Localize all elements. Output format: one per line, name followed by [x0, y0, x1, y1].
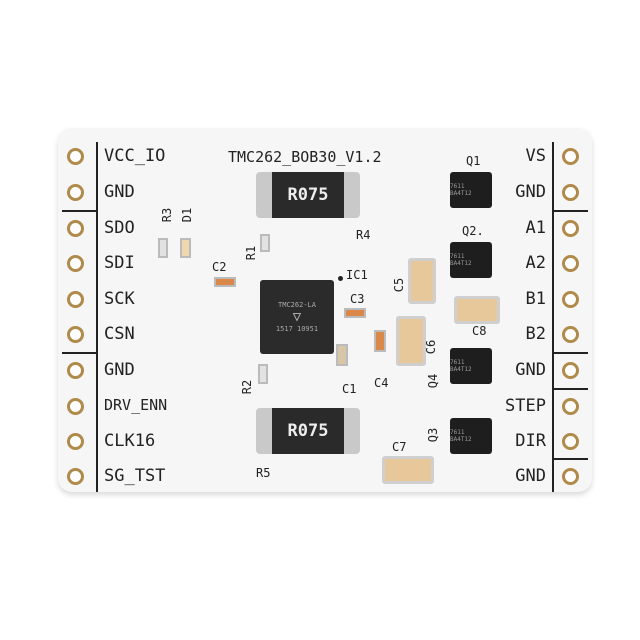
pin-label-sdo: SDO [104, 218, 135, 238]
pad-left-6 [67, 326, 84, 343]
silk-divider-right-4 [552, 458, 588, 460]
pin-label-vcc-io: VCC_IO [104, 146, 166, 166]
pad-right-5 [562, 291, 579, 308]
mosfet-q2: 7611 BA4T12 [450, 242, 492, 278]
pad-left-7 [67, 362, 84, 379]
silk-divider-left-1 [62, 210, 98, 212]
pad-right-10 [562, 468, 579, 485]
label-c6: C6 [424, 339, 439, 355]
mosfet-q3: 7611 BA4T12 [450, 418, 492, 454]
pcb-board: VCC_IO GND SDO SDI SCK CSN GND DRV_ENN C… [58, 128, 592, 492]
resistor-r2 [258, 364, 268, 384]
ic1-marking-1: TMC262-LA [278, 301, 316, 309]
pin-label-vs: VS [525, 146, 546, 166]
pin-label-gnd-r1: GND [515, 182, 546, 202]
pin-label-sg-tst: SG_TST [104, 466, 166, 486]
ic1-marking-2: 1517 10951 [275, 325, 319, 333]
pin-label-a1: A1 [525, 218, 546, 238]
pad-right-8 [562, 398, 579, 415]
pad-right-1 [562, 148, 579, 165]
pin-label-gnd-2: GND [104, 360, 135, 380]
pad-right-9 [562, 433, 579, 450]
resistor-r1 [260, 234, 270, 252]
pad-left-10 [67, 468, 84, 485]
silk-divider-right-1 [552, 210, 588, 212]
pin-label-sdi: SDI [104, 253, 135, 273]
pad-left-2 [67, 184, 84, 201]
label-r5: R5 [256, 466, 271, 480]
pin-label-a2: A2 [525, 253, 546, 273]
pad-left-3 [67, 220, 84, 237]
pin-label-csn: CSN [104, 324, 135, 344]
silk-divider-left-2 [62, 352, 98, 354]
capacitor-c5 [408, 258, 436, 304]
trinamic-logo-icon: ▽ [292, 309, 302, 325]
label-r4: R4 [356, 228, 371, 242]
pad-right-3 [562, 220, 579, 237]
capacitor-c4 [374, 330, 386, 352]
label-q3: Q3 [426, 427, 441, 443]
pin1-marker [338, 276, 343, 281]
label-q2: Q2. [462, 224, 484, 238]
pin-label-gnd-r3: GND [515, 466, 546, 486]
label-r2: R2 [240, 379, 255, 395]
pin-label-dir: DIR [515, 431, 546, 451]
mosfet-q4: 7611 BA4T12 [450, 348, 492, 384]
pad-right-7 [562, 362, 579, 379]
label-c1: C1 [342, 382, 357, 396]
label-c4: C4 [374, 376, 389, 390]
label-ic1: IC1 [346, 268, 368, 282]
capacitor-c1 [336, 344, 348, 366]
silk-line-right [552, 142, 554, 492]
pin-label-gnd-r2: GND [515, 360, 546, 380]
pin-label-sck: SCK [104, 289, 135, 309]
mosfet-q1: 7611 BA4T12 [450, 172, 492, 208]
capacitor-c8 [454, 296, 500, 324]
chip-ic1: TMC262-LA ▽ 1517 10951 [260, 280, 334, 354]
label-q4: Q4 [426, 373, 441, 389]
resistor-r3 [158, 238, 168, 258]
pad-right-4 [562, 255, 579, 272]
board-title: TMC262_BOB30_V1.2 [228, 148, 382, 166]
pin-label-gnd: GND [104, 182, 135, 202]
label-c3: C3 [350, 292, 365, 306]
pad-left-4 [67, 255, 84, 272]
capacitor-c7 [382, 456, 434, 484]
pad-right-6 [562, 326, 579, 343]
resistor-r4: R075 [256, 172, 360, 218]
pin-label-clk16: CLK16 [104, 431, 156, 451]
pad-left-8 [67, 398, 84, 415]
pin-label-drv-enn: DRV_ENN [104, 396, 168, 414]
pin-label-b1: B1 [525, 289, 546, 309]
label-r3: R3 [160, 207, 175, 223]
capacitor-c6 [396, 316, 426, 366]
led-d1 [180, 238, 191, 258]
capacitor-c3 [344, 308, 366, 318]
label-d1: D1 [180, 207, 195, 223]
pad-left-9 [67, 433, 84, 450]
pin-label-step: STEP [505, 396, 546, 416]
label-c2: C2 [212, 260, 227, 274]
label-r1: R1 [244, 245, 259, 261]
silk-divider-right-3 [552, 388, 588, 390]
pad-left-5 [67, 291, 84, 308]
silk-divider-right-2 [552, 352, 588, 354]
pad-left-1 [67, 148, 84, 165]
label-c8: C8 [472, 324, 487, 338]
resistor-r5: R075 [256, 408, 360, 454]
label-c7: C7 [392, 440, 407, 454]
pad-right-2 [562, 184, 579, 201]
label-q1: Q1 [466, 154, 481, 168]
label-c5: C5 [392, 277, 407, 293]
pin-label-b2: B2 [525, 324, 546, 344]
silk-line-left [96, 142, 98, 492]
capacitor-c2 [214, 277, 236, 287]
